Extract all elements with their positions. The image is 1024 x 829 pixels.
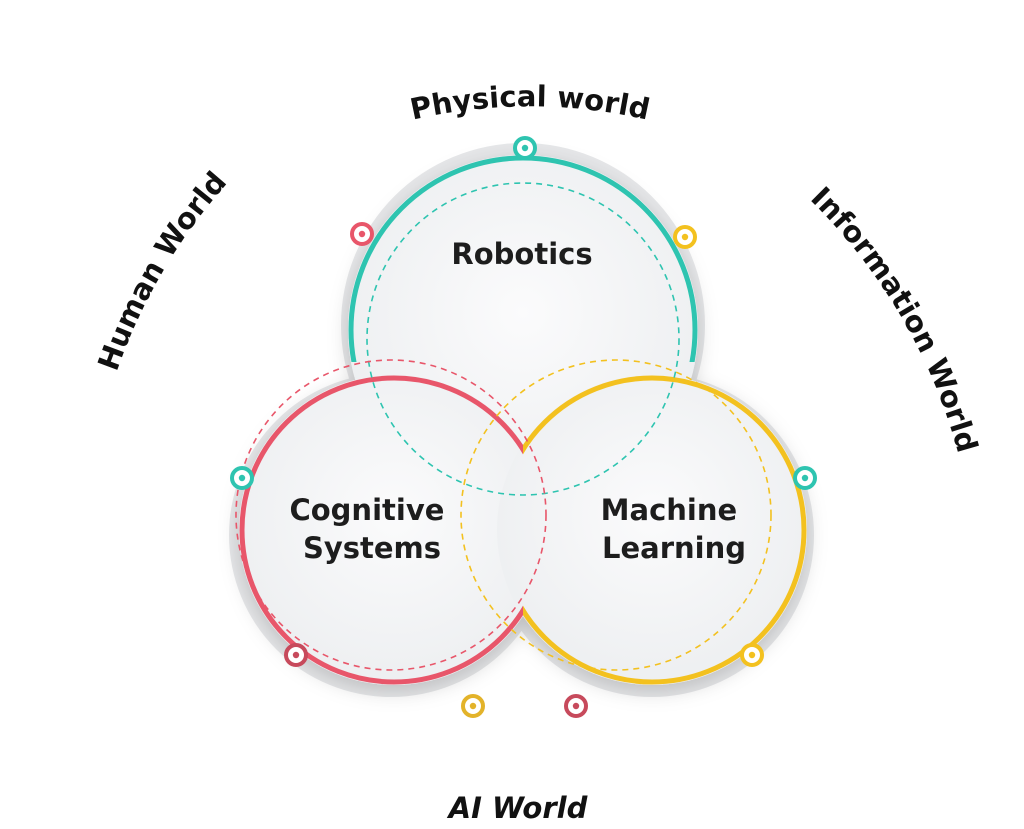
ring-marker-teal-right [793, 466, 817, 490]
ring-markers [230, 136, 817, 718]
union-body [239, 155, 807, 685]
ring-marker-teal-left [230, 466, 254, 490]
cognitive-border [239, 375, 523, 685]
machine-border [523, 375, 807, 685]
ring-marker-teal-top [513, 136, 537, 160]
cognitive-label-line-2: Systems [303, 531, 441, 565]
cognitive-systems-label: Cognitive Systems [289, 493, 454, 565]
robotics-dashed-circle [366, 182, 680, 496]
ring-marker-yellow-bottom [461, 694, 485, 718]
information-world-label: Information World [804, 180, 984, 456]
machine-label-line-1: Machine [601, 493, 738, 527]
ai-world-label: AI World [447, 791, 588, 825]
ai-world-text: AI World [447, 791, 588, 825]
human-world-label: Human World [91, 165, 233, 375]
machine-label-line-2: Learning [602, 531, 746, 565]
physical-world-label: Physical world [407, 79, 653, 126]
information-world-text: Information World [804, 180, 984, 456]
ring-marker-yellow-bottomright [740, 643, 764, 667]
cognitive-dashed-circle [235, 359, 547, 671]
ring-marker-yellow-topright [673, 225, 697, 249]
physical-world-text: Physical world [407, 79, 653, 126]
dashed-circles [235, 182, 772, 671]
ring-marker-red-topleft [350, 222, 374, 246]
ring-marker-red-bottomleft [284, 643, 308, 667]
robotics-label: Robotics [451, 237, 592, 271]
machine-dashed-circle [460, 359, 772, 671]
machine-learning-label: Machine Learning [601, 493, 748, 565]
human-world-text: Human World [91, 165, 233, 375]
ring-marker-red-bottom [564, 694, 588, 718]
robotics-label-line-1: Robotics [451, 237, 592, 271]
cognitive-label-line-1: Cognitive [289, 493, 444, 527]
